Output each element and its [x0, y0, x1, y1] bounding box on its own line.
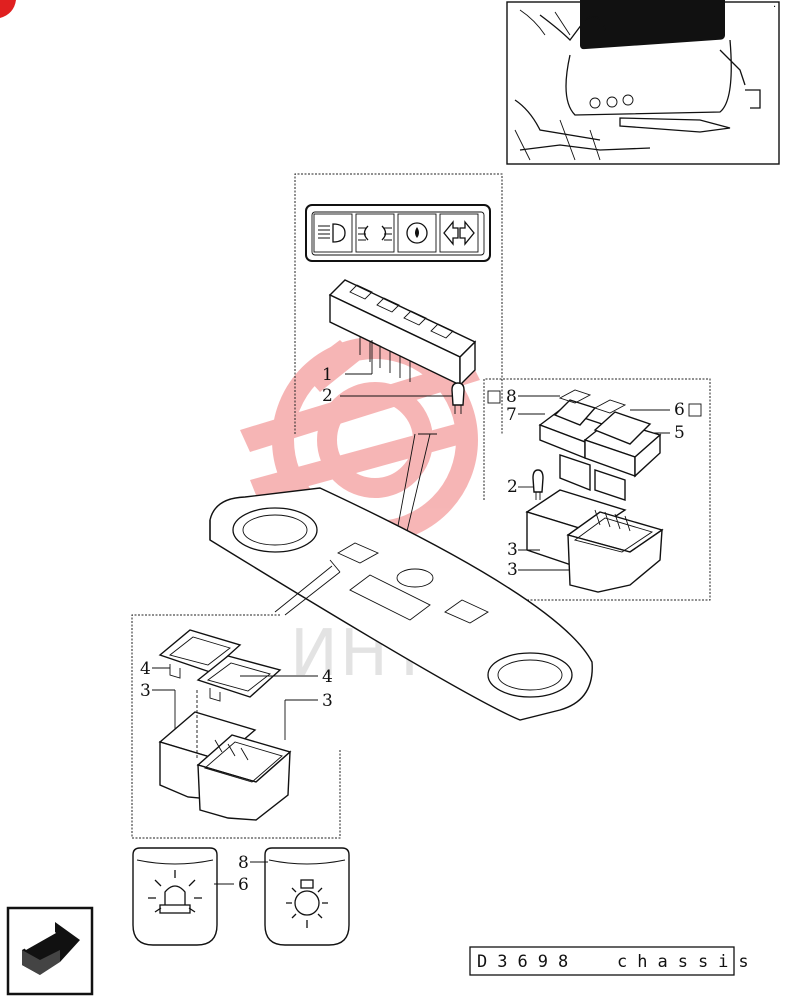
legend-box-6	[688, 403, 702, 417]
callout-2-right: 2	[507, 477, 518, 497]
cover-plate-a	[158, 629, 242, 679]
drawing-code-label: D3698 chassis	[469, 946, 759, 976]
next-page-arrow-icon[interactable]	[6, 906, 94, 996]
rocker-switch-left	[538, 389, 607, 492]
side-lights-icon	[355, 213, 395, 253]
cover-housing-panel: 4 4 3 3	[131, 614, 341, 839]
dashboard-reference-view	[506, 0, 780, 165]
callout-3-left-b: 3	[322, 691, 333, 711]
callout-7: 7	[506, 405, 517, 425]
callout-2: 2	[322, 386, 333, 406]
beacon-light-icon	[148, 870, 202, 914]
headlight-icon	[313, 213, 353, 253]
legend-box-8	[487, 390, 501, 404]
corner-marker	[0, 0, 16, 18]
corner-mark: ·	[773, 2, 776, 13]
callout-6: 6	[674, 400, 685, 420]
callout-4-left-a: 4	[140, 659, 151, 679]
callout-6-bottom: 6	[238, 875, 249, 895]
cover-plate-b	[196, 655, 282, 702]
work-lamp-symbol	[264, 847, 350, 946]
bulb-part-right	[532, 469, 544, 500]
rocker-switch-right	[583, 399, 662, 501]
callout-8-bottom: 8	[238, 853, 249, 873]
callout-3-left-a: 3	[140, 681, 151, 701]
beacon-light-symbol	[132, 847, 218, 946]
drawing-code: D3698	[477, 952, 578, 972]
drawing-section: chassis	[617, 952, 759, 972]
callout-3-right-b: 3	[507, 560, 518, 580]
callout-3-right-a: 3	[507, 540, 518, 560]
switch-housing-left-panel	[158, 711, 292, 821]
switch-strip-part	[328, 279, 477, 387]
callout-1: 1	[322, 365, 333, 385]
work-lamp-icon	[286, 879, 328, 928]
callout-8: 8	[506, 387, 517, 407]
brake-fluid-icon	[397, 213, 437, 253]
switch-strip-panel: 1 2	[294, 173, 503, 434]
rocker-switch-panel: 8 7 6 5 2	[483, 378, 711, 601]
console-base	[209, 487, 593, 721]
hazard-arrows-icon	[439, 213, 479, 253]
switch-housing-right-panel	[525, 489, 664, 593]
bulb-part	[451, 382, 465, 414]
callout-4-left-b: 4	[322, 667, 333, 687]
callout-5: 5	[674, 423, 685, 443]
pointer-arrow-left	[274, 559, 341, 616]
